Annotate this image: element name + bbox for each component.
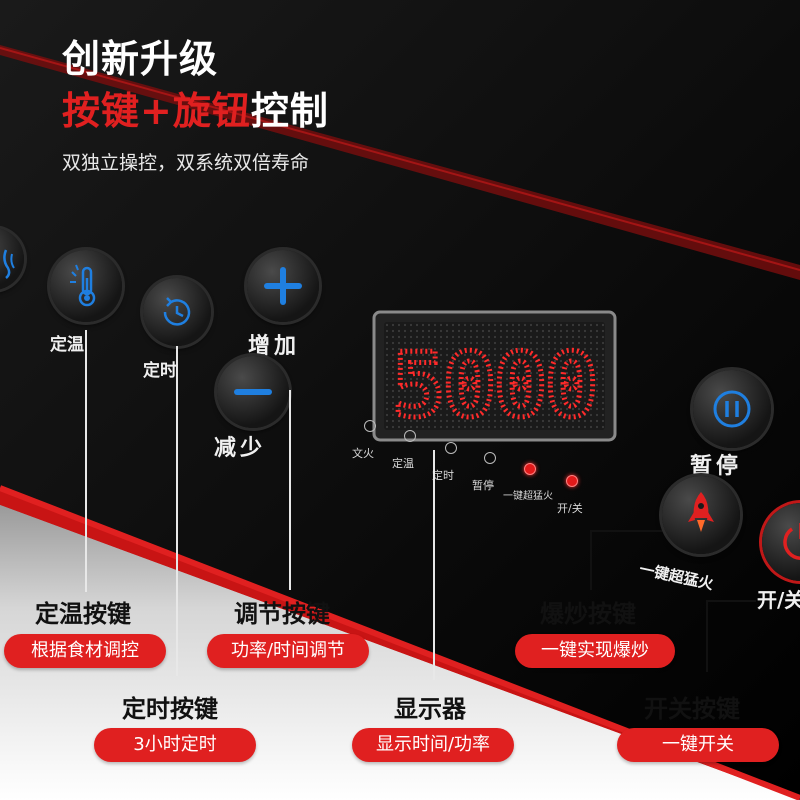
callout-power-title: 开关按键 [644, 695, 740, 723]
pause-icon [713, 390, 751, 428]
timer-button-label: 定时 [143, 361, 177, 381]
minus-icon [234, 389, 272, 395]
thermometer-icon [70, 264, 96, 307]
increase-button-label: 增加 [248, 334, 301, 359]
partial-fire-button[interactable] [0, 228, 24, 290]
subtitle-part-knob: 旋钮 [172, 89, 251, 133]
pause-button[interactable] [693, 370, 771, 448]
callout-adjust-desc: 功率/时间调节 [207, 634, 369, 668]
indicator-label-low-heat: 文火 [352, 447, 374, 460]
indicator-led-pause [484, 452, 496, 464]
timer-button[interactable] [143, 278, 211, 346]
decrease-button-label: 减少 [214, 436, 267, 461]
indicator-label-timer: 定时 [432, 469, 454, 482]
plus-icon [264, 267, 302, 305]
callout-temp-desc: 根据食材调控 [4, 634, 166, 668]
pause-button-label: 暂停 [690, 454, 743, 479]
clock-icon [163, 297, 191, 326]
flame-icon [3, 249, 15, 279]
callout-power-desc: 一键开关 [617, 728, 779, 762]
callout-line-boost-h [590, 530, 662, 532]
indicator-led-timer [445, 442, 457, 454]
indicator-label-power: 开/关 [557, 502, 583, 515]
power-button-label: 开/关 [757, 588, 800, 612]
callout-line-display [433, 450, 435, 680]
indicator-led-temp [404, 430, 416, 442]
indicator-led-power [566, 475, 578, 487]
digital-display: 5000 [372, 310, 617, 442]
increase-button[interactable] [247, 250, 319, 322]
callout-boost-title: 爆炒按键 [540, 600, 636, 628]
callout-timer-title: 定时按键 [122, 695, 218, 723]
power-button[interactable] [762, 503, 800, 581]
decrease-button[interactable] [217, 356, 289, 428]
subtitle-part-control: 控制 [250, 89, 329, 133]
callout-line-power [706, 600, 708, 672]
temp-button-label: 定温 [50, 335, 84, 355]
indicator-led-boost [524, 463, 536, 475]
headline-title: 创新升级 [62, 37, 219, 81]
callout-line-power-h [706, 600, 756, 602]
callout-line-timer [176, 346, 178, 676]
indicator-led-low-heat [364, 420, 376, 432]
subtitle-plus: + [140, 89, 173, 133]
indicator-label-pause: 暂停 [472, 479, 494, 492]
subtitle-part-buttons: 按键 [62, 89, 141, 133]
callout-boost-desc: 一键实现爆炒 [515, 634, 675, 668]
callout-line-adjust [289, 390, 291, 590]
callout-timer-desc: 3小时定时 [94, 728, 256, 762]
power-icon [783, 523, 800, 560]
headline-tagline: 双独立操控，双系统双倍寿命 [62, 152, 310, 174]
rocket-icon [688, 492, 714, 532]
callout-display-desc: 显示时间/功率 [352, 728, 514, 762]
callout-temp-title: 定温按键 [35, 600, 131, 628]
callout-display-title: 显示器 [394, 695, 466, 723]
indicator-label-boost: 一键超猛火 [503, 491, 553, 502]
indicator-label-temp: 定温 [392, 457, 414, 470]
display-value: 5000 [392, 334, 596, 437]
boost-button[interactable] [662, 476, 740, 554]
temp-button[interactable] [50, 250, 122, 322]
callout-line-temp [85, 330, 87, 592]
callout-line-boost [590, 530, 592, 590]
callout-adjust-title: 调节按键 [234, 600, 330, 628]
headline-subtitle: 按键+旋钮控制 [62, 80, 329, 135]
